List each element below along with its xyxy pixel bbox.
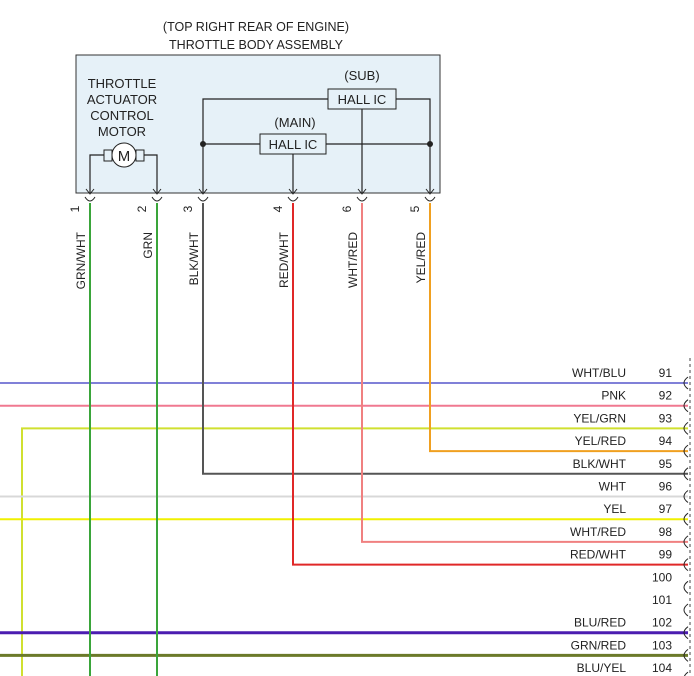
ecm-pin-93 [683,422,689,435]
ecm-pin-number: 103 [652,638,672,652]
wire-color-label: BLK/WHT [187,231,201,285]
motor-m-icon: M [118,148,131,165]
ecm-pin-number: 92 [659,389,673,403]
pin-arrow-icon [425,188,435,195]
ecm-pin-number: 93 [659,411,673,425]
pin-arrow-icon [152,188,162,195]
throttle-body-box [75,54,441,194]
pin-arrow-icon [357,188,367,195]
wire-93 [21,427,688,676]
ecm-pin-99 [683,558,689,571]
hall-ic-main-box [259,133,327,155]
connector-pin-5 [424,196,436,202]
ecm-pin-number: 101 [652,593,672,607]
motor-label-line-4: MOTOR [98,124,146,139]
connector-pin-number: 3 [181,205,195,212]
ecm-pin-95 [683,467,689,481]
ecm-wire-label: GRN/RED [571,638,627,652]
ecm-pin-number: 91 [659,366,673,380]
component-title: THROTTLE BODY ASSEMBLY [169,38,344,52]
motor-label: THROTTLE ACTUATOR CONTROL MOTOR [87,76,157,139]
wire-layer [0,203,688,676]
wire-pin-4 [292,203,688,566]
motor-label-line-2: ACTUATOR [87,92,157,107]
ecm-pin-number: 96 [659,480,673,494]
ecm-wire-label: WHT/BLU [572,366,626,380]
ecm-pin-number: 95 [659,457,673,471]
ecm-pin-91 [683,376,689,390]
wire-color-label: GRN [141,232,155,259]
hall-ic-circuit [200,98,433,193]
ecm-wire-label: YEL/GRN [573,411,626,425]
connector-pin-number: 5 [408,205,422,212]
wire-pin-5 [429,203,688,453]
ecm-pin-number: 102 [652,616,672,630]
wire-color-label: GRN/WHT [74,231,88,289]
ecm-wire-label: WHT [599,480,627,494]
ecm-pin-103 [683,649,689,662]
ecm-wire-label: BLU/RED [574,616,626,630]
ecm-wire-label: WHT/RED [570,525,626,539]
connector-pin-number: 4 [271,205,285,212]
location-label: (TOP RIGHT REAR OF ENGINE) [163,20,349,34]
connector-pin-4 [287,196,299,202]
connector-pin-number: 6 [340,205,354,212]
connector-pin-number: 1 [68,205,82,212]
ecm-pin-number: 99 [659,548,673,562]
wire-color-label: RED/WHT [277,231,291,288]
ecm-pin-102 [683,626,689,640]
ecm-pin-number: 97 [659,502,673,516]
wire-pin-6 [361,203,688,543]
ecm-wire-label: BLU/YEL [577,661,627,675]
ecm-pin-96 [683,490,689,503]
ecm-pin-number: 94 [659,434,673,448]
hall-ic-main-label: HALL IC [269,137,318,152]
connector-pin-3 [197,196,209,202]
wire-pin-3 [202,203,688,475]
ecm-pin-number: 98 [659,525,673,539]
pin-arrow-icon [288,188,298,195]
ecm-pin-101 [683,603,689,617]
ecm-wire-label: RED/WHT [570,548,627,562]
connector-pin-2 [151,196,163,202]
ecm-pin-97 [683,512,689,526]
ecm-pin-100 [683,580,689,594]
ecm-pin-104 [683,671,689,676]
ecm-wire-label: YEL [603,502,626,516]
ecm-wire-label: PNK [601,389,626,403]
wire-color-label: WHT/RED [346,232,360,288]
hall-ic-sub-label: HALL IC [338,92,387,107]
connector-pin-6 [356,196,368,202]
ecm-pin-92 [683,399,689,413]
ecm-pin-number: 100 [652,570,672,584]
wire-color-label: YEL/RED [414,232,428,284]
pin-arrow-icon [198,188,208,195]
ecm-pin-94 [683,444,689,458]
connector-pin-1 [84,196,96,202]
connector-pin-number: 2 [135,205,149,212]
ecm-wire-label: BLK/WHT [573,457,627,471]
hall-ic-sub-box [327,88,397,110]
ecm-wire-label: YEL/RED [575,434,627,448]
hall-ic-sub-tag: (SUB) [344,68,379,83]
ecm-pin-number: 104 [652,661,672,675]
motor-label-line-3: CONTROL [90,108,154,123]
pin-arrow-icon [85,188,95,195]
motor-label-line-1: THROTTLE [88,76,157,91]
motor-symbol: M [89,142,158,193]
ecm-pin-98 [683,535,689,549]
hall-ic-main-tag: (MAIN) [274,115,315,130]
